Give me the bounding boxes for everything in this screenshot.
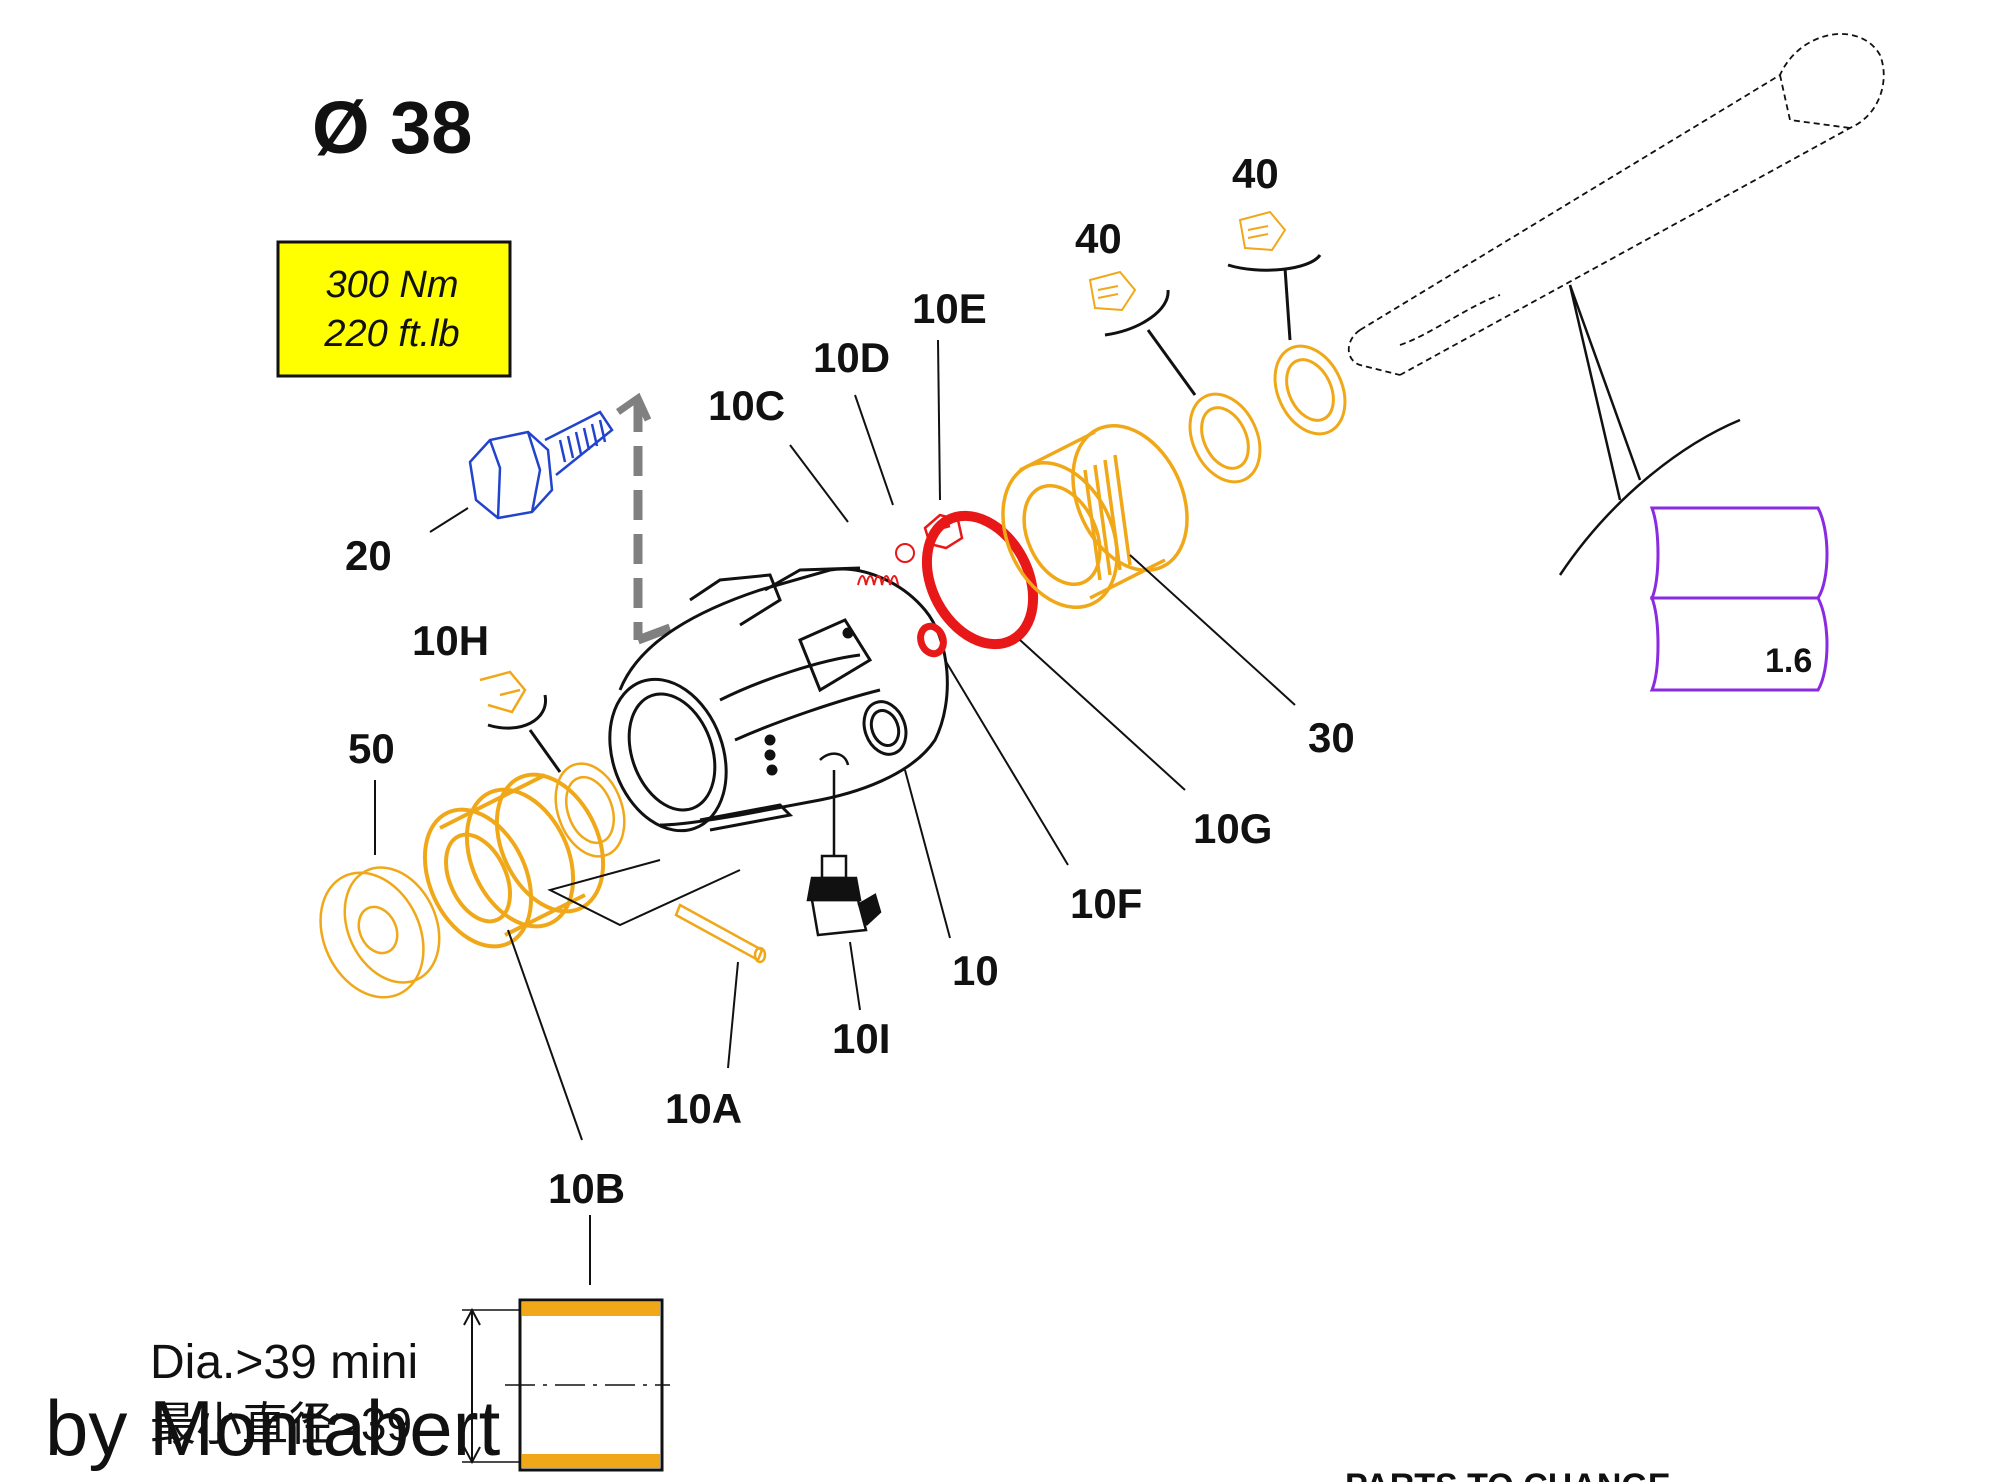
spec-diameter-cn: 最小直径>39 — [150, 1398, 412, 1450]
small-oring-part-10f — [917, 622, 947, 658]
label-10c: 10C — [708, 382, 785, 429]
label-10: 10 — [952, 947, 999, 994]
pin-part-10a — [674, 903, 767, 964]
label-20: 20 — [345, 532, 392, 579]
footer-parts-to-change: PARTS TO CHANGE — [1345, 1467, 1671, 1482]
assembly-bracket-marks — [487, 254, 1322, 773]
reference-box: 1.6 — [1649, 506, 1829, 692]
diameter-title: Ø 38 — [312, 86, 472, 169]
sleeve-part-30 — [1001, 423, 1189, 610]
label-50: 50 — [348, 725, 395, 772]
label-10a: 10A — [665, 1085, 742, 1132]
label-10e: 10E — [912, 285, 987, 332]
reference-number: 1.6 — [1765, 642, 1812, 680]
ring-part-40-first — [1188, 392, 1262, 484]
bushing-part-10b — [422, 772, 606, 949]
torque-spec-box: 300 Nm 220 ft.lb — [276, 240, 512, 378]
bolt-part-20 — [468, 410, 614, 520]
label-10i: 10I — [832, 1015, 890, 1062]
torque-ftlb: 220 ft.lb — [323, 313, 459, 355]
bushing-section — [462, 1298, 670, 1472]
large-ring-part-10g — [921, 510, 1039, 650]
assembly-arrow — [615, 392, 672, 645]
ball-part-10d — [895, 543, 915, 563]
ring-part-40-second — [1273, 344, 1347, 436]
label-10f: 10F — [1070, 880, 1142, 927]
fitting-part-10i — [806, 752, 882, 937]
label-30: 30 — [1308, 714, 1355, 761]
torque-nm: 300 Nm — [325, 264, 458, 306]
watermark: by Montabert — [45, 1384, 501, 1472]
leader-lines — [374, 339, 1296, 1285]
label-10g: 10G — [1193, 805, 1272, 852]
label-40-second: 40 — [1232, 150, 1279, 197]
spec-diameter-en: Dia.>39 mini — [150, 1336, 418, 1389]
clip-part-10h — [479, 670, 626, 858]
chisel-pointer-lines — [1558, 284, 1741, 576]
housing-part-10 — [608, 566, 949, 833]
label-10b: 10B — [548, 1165, 625, 1212]
label-10d: 10D — [813, 334, 890, 381]
label-10h: 10H — [412, 617, 489, 664]
spring-part-10c — [857, 575, 899, 586]
label-40-first: 40 — [1075, 215, 1122, 262]
grease-icon — [1088, 210, 1287, 312]
cap-part-50 — [319, 866, 441, 999]
chisel-tool-outline — [1347, 33, 1885, 376]
